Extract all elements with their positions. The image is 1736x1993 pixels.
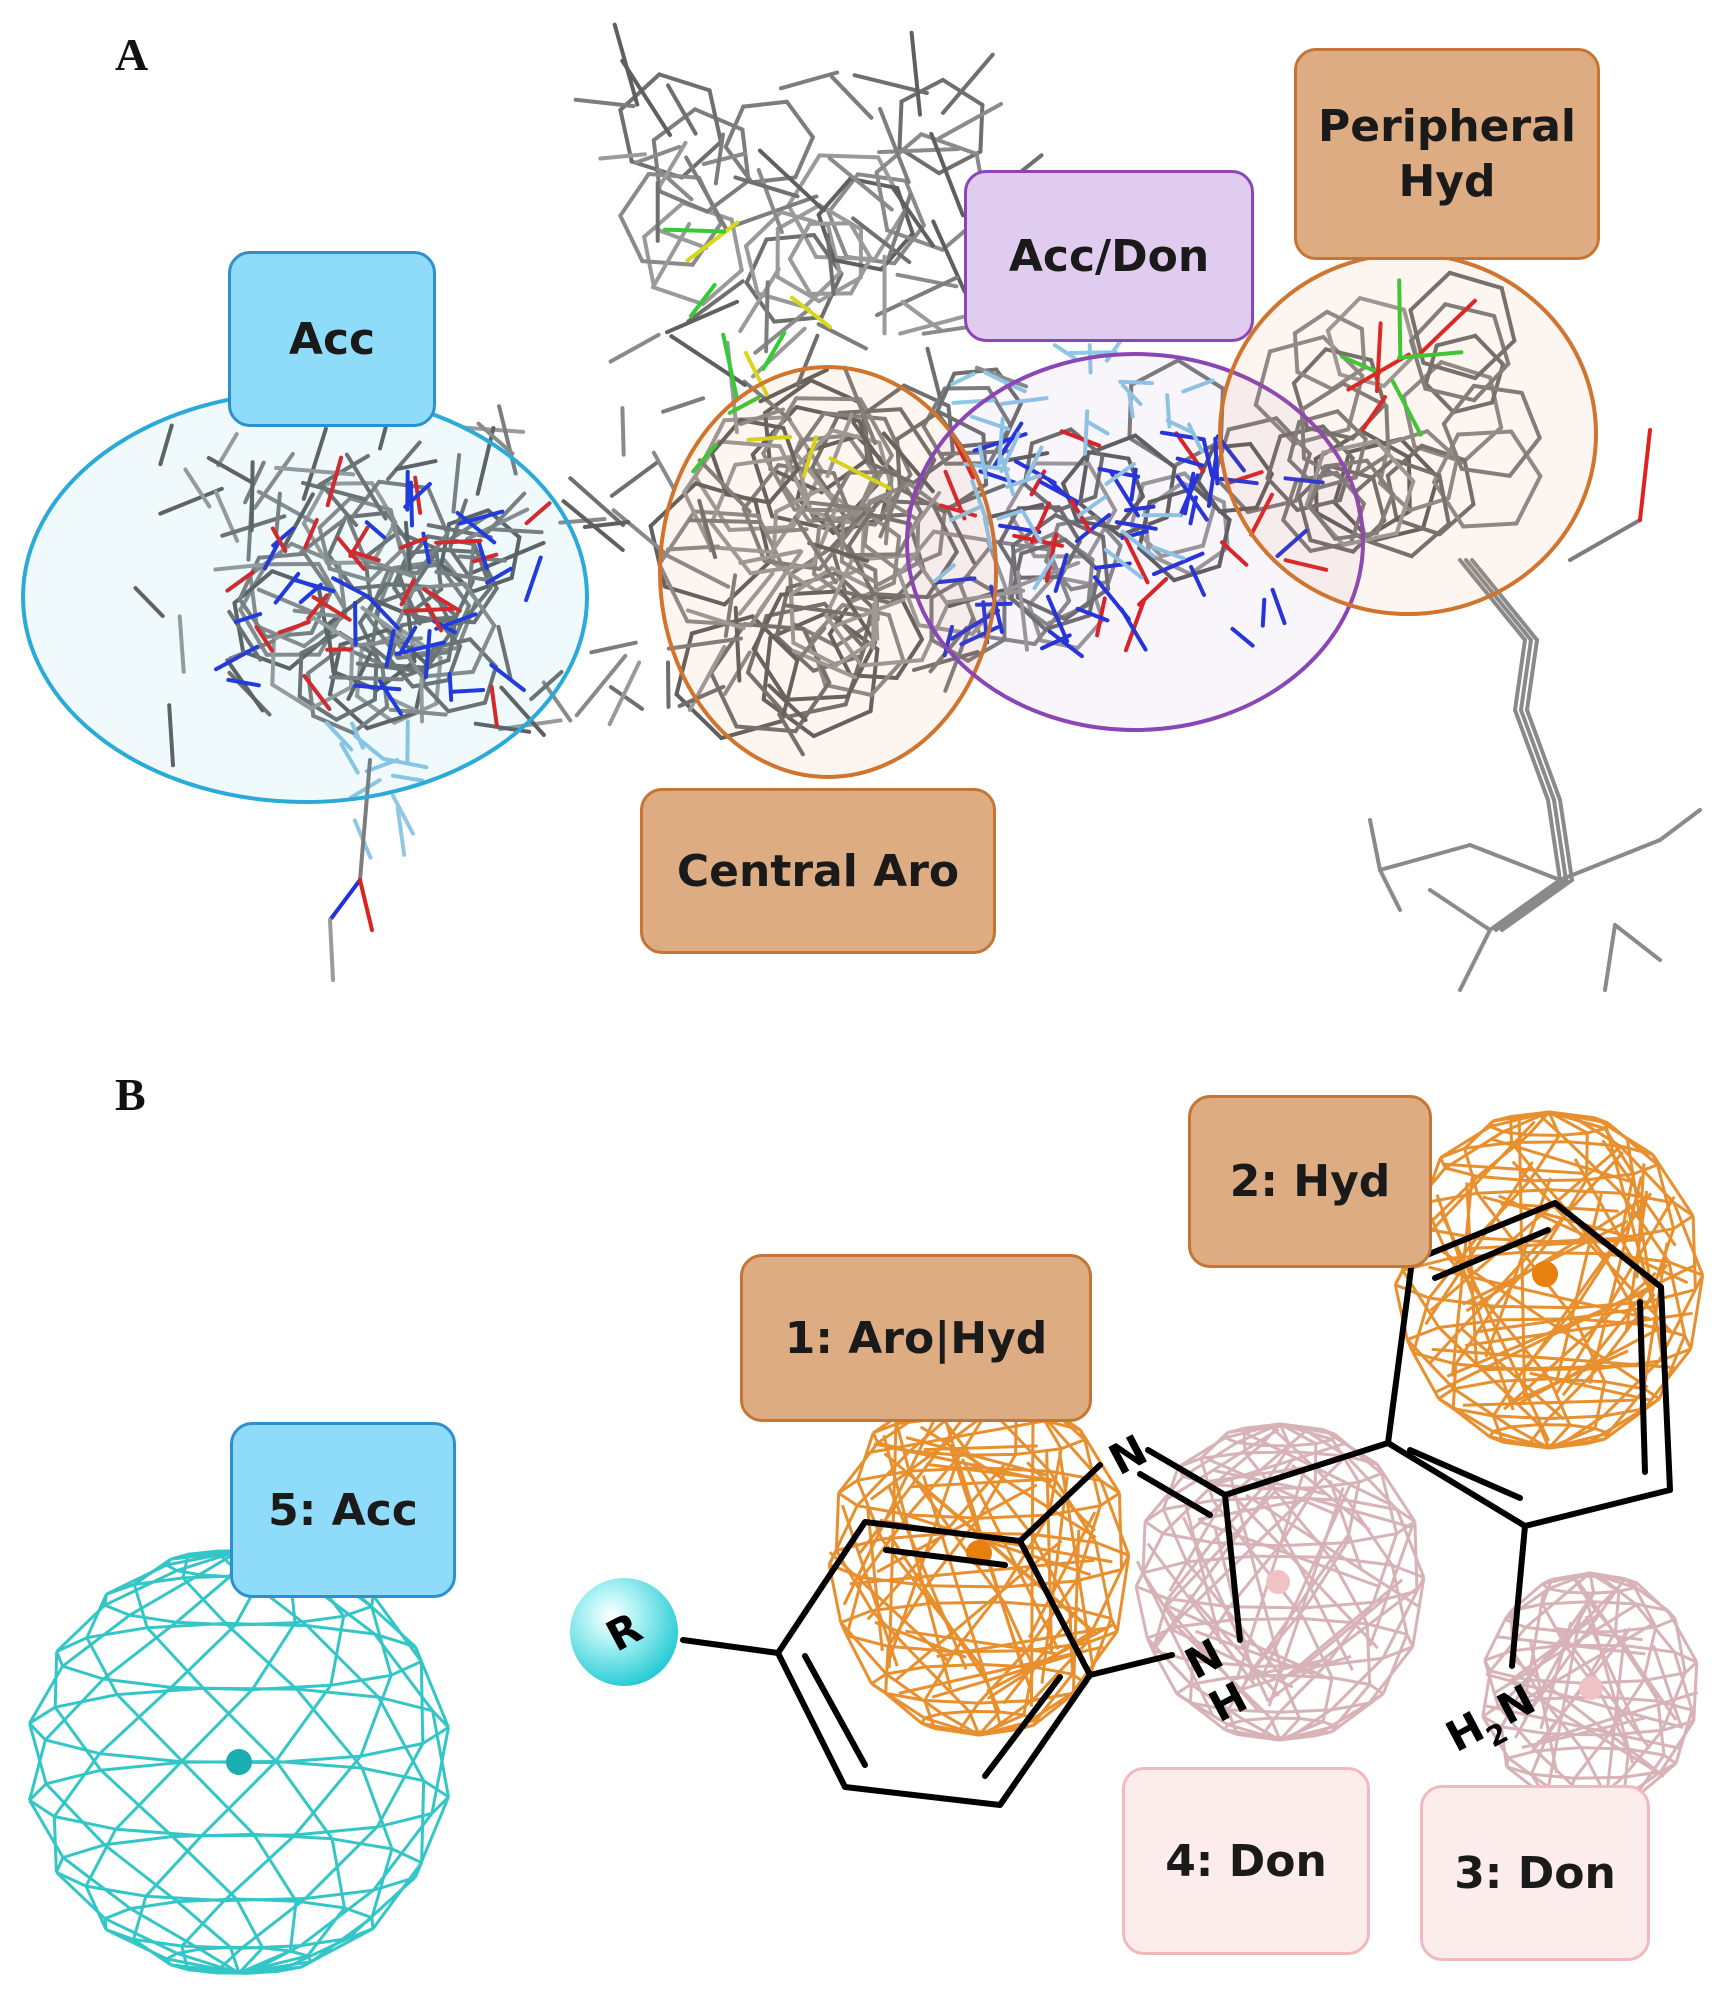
cage-center-3 [1579, 1676, 1603, 1700]
feature-3-tag: 3: Don [1420, 1785, 1650, 1961]
feature-4-label: 4: Don [1165, 1835, 1327, 1887]
feature-cage-4-don [1134, 1422, 1426, 1742]
feature-4-tag: 4: Don [1122, 1767, 1370, 1955]
acc-don-feature-tag: Acc/Don [964, 170, 1254, 342]
feature-2-label: 2: Hyd [1229, 1156, 1391, 1207]
central-aro-region-ellipse [658, 365, 998, 779]
feature-1-label: 1: Aro|Hyd [784, 1312, 1048, 1364]
r-bond [680, 1637, 781, 1656]
feature-3-label: 3: Don [1454, 1847, 1616, 1899]
aligned-ligand-ensemble [133, 22, 1702, 992]
cage-center-2 [1532, 1261, 1558, 1287]
feature-2-tag: 2: Hyd [1188, 1095, 1432, 1268]
central-aro-feature-label: Central Aro [676, 845, 960, 897]
cage-center-5 [226, 1749, 252, 1775]
benzimidazole-structure [680, 1200, 1673, 1808]
feature-cage-2-hyd [1393, 1110, 1705, 1450]
peripheral-hyd-label-line2: Hyd [1398, 156, 1496, 207]
feature-1-tag: 1: Aro|Hyd [740, 1254, 1092, 1422]
panel-label-b: B [115, 1069, 146, 1120]
feature-cage-1-aro-hyd [827, 1383, 1131, 1737]
acc-region-ellipse [21, 390, 589, 804]
acc-feature-label: Acc [288, 313, 376, 365]
feature-5-label: 5: Acc [268, 1484, 418, 1536]
acc-don-region-ellipse [905, 352, 1365, 732]
acc-feature-tag: Acc [228, 251, 436, 427]
cage-center-4 [1266, 1570, 1290, 1594]
panel-label-a: A [115, 29, 149, 80]
peripheral-hyd-label-line1: Peripheral [1317, 101, 1576, 152]
r-group-ball [570, 1578, 678, 1686]
feature-5-tag: 5: Acc [230, 1422, 456, 1598]
peripheral-hyd-feature-tag: Peripheral Hyd [1294, 48, 1600, 260]
region-circles [21, 252, 1598, 804]
central-aro-feature-tag: Central Aro [640, 788, 996, 954]
feature-cage-5-acc [28, 1549, 450, 1975]
acc-don-feature-label: Acc/Don [1008, 230, 1210, 282]
peripheral-hyd-region-ellipse [1218, 252, 1598, 616]
feature-cage-3-don [1481, 1571, 1699, 1809]
